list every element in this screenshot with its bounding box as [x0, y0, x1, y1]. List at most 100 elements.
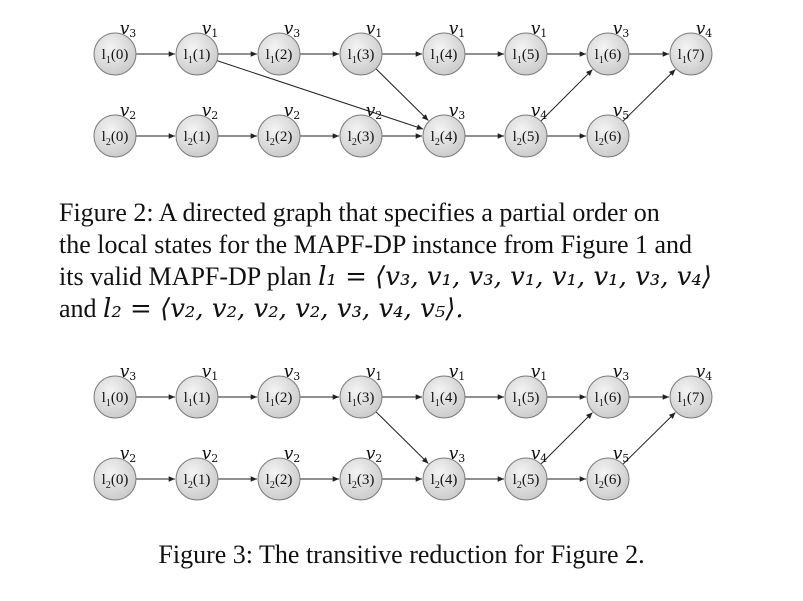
node-label: l1(7)	[678, 47, 705, 66]
edge-a3-b4	[375, 68, 429, 121]
node-var-label: v3	[284, 19, 301, 40]
node-label: l1(3)	[348, 47, 375, 66]
node-var-label: v4	[696, 362, 713, 383]
node-label: l1(1)	[184, 47, 211, 66]
node-circle	[339, 32, 383, 76]
node-circle	[422, 457, 466, 501]
node-var-label: v3	[613, 362, 630, 383]
node-label: l2(6)	[595, 129, 622, 148]
node-var-label: v3	[120, 362, 137, 383]
figure-3-graph: l1(0)v3l1(1)v1l1(2)v3l1(3)v1l1(4)v1l1(5)…	[93, 362, 713, 501]
node-label: l1(5)	[513, 390, 540, 409]
node-b1: l2(1)v2	[175, 444, 219, 501]
edge-b6-a7	[622, 412, 676, 465]
node-a1: l1(1) v1	[175, 362, 219, 419]
node-a7: l1(7) v4	[669, 362, 713, 419]
node-var-label: v1	[202, 362, 219, 383]
node-circle	[339, 114, 383, 158]
plan-l1-math: l₁ = ⟨v₃, v₁, v₃, v₁, v₁, v₁, v₃, v₄⟩	[318, 262, 712, 292]
node-a0: l1(0)v3	[93, 362, 137, 419]
node-circle	[175, 457, 219, 501]
node-a5: l1(5) v1	[504, 19, 548, 76]
node-label: l1(1)	[184, 390, 211, 409]
node-b0: l2(0) v2	[93, 444, 137, 501]
node-var-label: v2	[202, 444, 219, 465]
node-label: l1(3)	[348, 390, 375, 409]
node-circle	[175, 375, 219, 419]
node-circle	[257, 32, 301, 76]
node-circle	[339, 375, 383, 419]
node-var-label: v1	[449, 19, 466, 40]
node-label: l2(3)	[348, 472, 375, 491]
node-var-label: v2	[366, 101, 383, 122]
node-circle	[504, 32, 548, 76]
node-circle	[93, 457, 137, 501]
node-a6: l1(6) v3	[586, 362, 630, 419]
figure-2-caption: Figure 2: A directed graph that specifie…	[59, 197, 759, 325]
node-label: l1(2)	[266, 47, 293, 66]
node-circle	[504, 114, 548, 158]
node-a5: l1(5) v1	[504, 362, 548, 419]
node-circle	[504, 375, 548, 419]
node-circle	[422, 32, 466, 76]
figure-3-caption: Figure 3: The transitive reduction for F…	[158, 540, 645, 569]
node-b3: l2(3) v2	[339, 444, 383, 501]
node-b4: l2(4)v3	[422, 444, 466, 501]
node-var-label: v3	[284, 362, 301, 383]
node-var-label: v2	[120, 444, 137, 465]
edge-b5-a6	[540, 412, 593, 465]
node-var-label: v2	[284, 101, 301, 122]
node-label: l2(2)	[266, 472, 293, 491]
node-var-label: v3	[613, 19, 630, 40]
node-var-label: v1	[531, 19, 548, 40]
node-b2: l2(2) v2	[257, 444, 301, 501]
node-a2: l1(2) v3	[257, 19, 301, 76]
plan-l2-math: l₂ = ⟨v₂, v₂, v₂, v₂, v₃, v₄, v₅⟩.	[103, 294, 464, 324]
node-label: l2(4)	[431, 472, 458, 491]
figure-2-graph: l1(0)v3l1(1)v1l1(2)v3l1(3)v1l1(4)v1l1(5)…	[93, 19, 713, 158]
node-var-label: v2	[202, 101, 219, 122]
node-circle	[586, 457, 630, 501]
node-label: l1(5)	[513, 47, 540, 66]
node-var-label: v2	[366, 444, 383, 465]
node-circle	[422, 114, 466, 158]
edge-b5-a6	[540, 69, 593, 122]
node-label: l1(7)	[678, 390, 705, 409]
node-b3: l2(3) v2	[339, 101, 383, 158]
node-var-label: v4	[696, 19, 713, 40]
node-b2: l2(2)v2	[257, 101, 301, 158]
node-a3: l1(3)v1	[339, 362, 383, 419]
caption-line: its valid MAPF-DP plan l₁ = ⟨v₃, v₁, v₃,…	[59, 261, 759, 293]
node-var-label: v2	[284, 444, 301, 465]
node-var-label: v1	[449, 362, 466, 383]
node-a4: l1(4) v1	[422, 19, 466, 76]
node-var-label: v4	[531, 101, 548, 122]
node-a4: l1(4)v1	[422, 362, 466, 419]
node-label: l2(5)	[513, 472, 540, 491]
node-label: l2(5)	[513, 129, 540, 148]
caption-line: and l₂ = ⟨v₂, v₂, v₂, v₂, v₃, v₄, v₅⟩.	[59, 293, 759, 325]
node-label: l2(3)	[348, 129, 375, 148]
node-label: l2(1)	[184, 129, 211, 148]
node-label: l1(4)	[431, 47, 458, 66]
node-circle	[257, 114, 301, 158]
node-a3: l1(3)v1	[339, 19, 383, 76]
node-b6: l2(6)v5	[586, 444, 630, 501]
node-circle	[257, 375, 301, 419]
node-circle	[339, 457, 383, 501]
node-var-label: v1	[531, 362, 548, 383]
node-circle	[669, 375, 713, 419]
node-circle	[93, 114, 137, 158]
node-label: l2(0)	[102, 129, 129, 148]
node-var-label: v5	[613, 444, 630, 465]
node-a6: l1(6)v3	[586, 19, 630, 76]
node-label: l1(6)	[595, 390, 622, 409]
node-a1: l1(1)v1	[175, 19, 219, 76]
node-a7: l1(7) v4	[669, 19, 713, 76]
node-circle	[586, 375, 630, 419]
node-label: l1(2)	[266, 390, 293, 409]
node-label: l2(0)	[102, 472, 129, 491]
node-circle	[422, 375, 466, 419]
node-circle	[504, 457, 548, 501]
